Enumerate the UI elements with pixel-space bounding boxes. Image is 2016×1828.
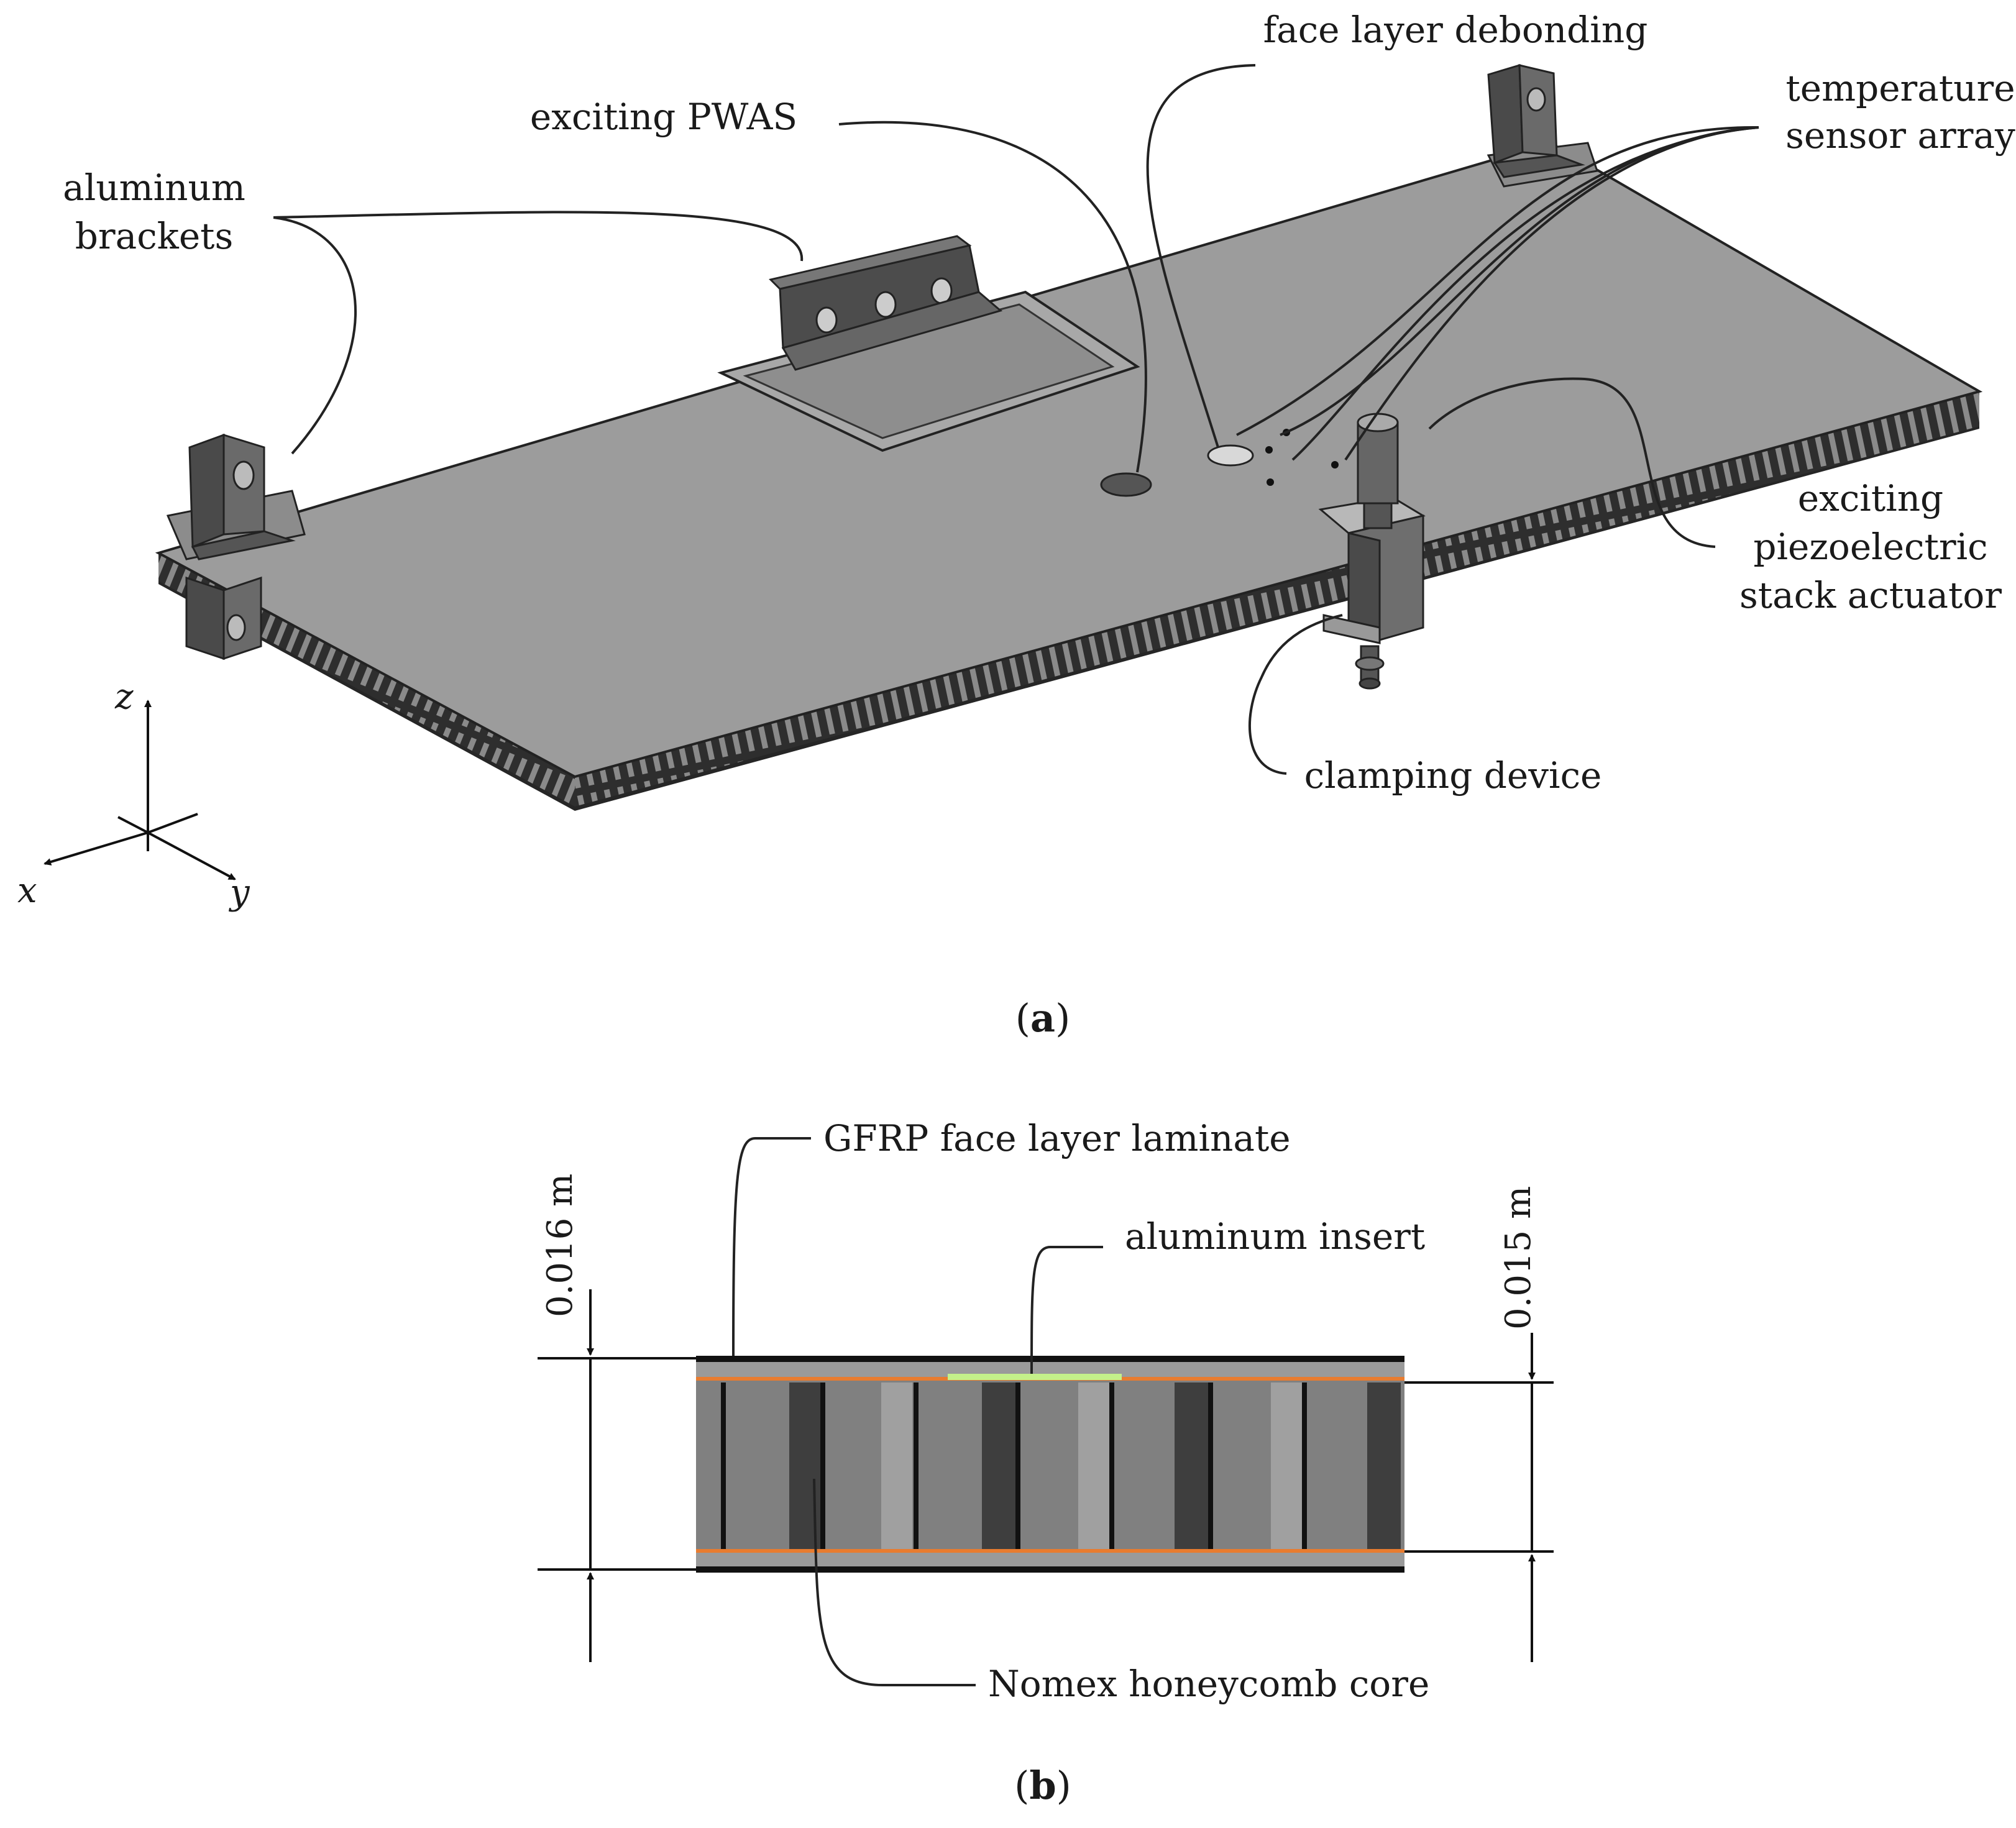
axis-z-label: z [114, 677, 134, 717]
label-temperature-sensor-array-1: temperature [1785, 67, 2015, 109]
leader-debonding [1146, 64, 1256, 448]
label-aluminum-brackets-2: brackets [75, 215, 233, 257]
label-exciting-pwas: exciting PWAS [530, 96, 797, 138]
dim-total-thickness: 0.016 m [540, 1174, 580, 1317]
leader-brackets-center [273, 211, 804, 262]
label-aluminum-brackets-1: aluminum [63, 167, 245, 209]
leader-core [813, 1478, 976, 1686]
panel-a: aluminum brackets exciting PWAS face lay… [17, 9, 2015, 1041]
label-gfrp: GFRP face layer laminate [823, 1117, 1291, 1159]
panel-a-caption: (a) [1015, 995, 1071, 1041]
bottom-face-layer [696, 1566, 1404, 1573]
temp-sensor [1267, 478, 1274, 486]
bracket-center [717, 235, 1140, 452]
label-nomex-core: Nomex honeycomb core [988, 1663, 1429, 1705]
honeycomb-left-edge [158, 553, 575, 807]
bracket-left [166, 433, 306, 660]
core-cells [721, 1382, 1401, 1549]
plate-top [155, 141, 1983, 779]
leader-sensors-4 [1344, 126, 1759, 461]
stack-actuator-clamp [1318, 413, 1426, 690]
bottom-adhesive [696, 1549, 1404, 1553]
panel-b-caption: (b) [1014, 1763, 1071, 1808]
axis-x-label: x [17, 871, 37, 911]
face-layer-debonding [1207, 444, 1254, 467]
leader-sensors-3 [1291, 126, 1759, 461]
aluminum-insert [948, 1374, 1122, 1380]
label-exciting-stack-1: exciting [1798, 477, 1943, 519]
temp-sensor [1265, 446, 1273, 454]
dim-core-thickness: 0.015 m [1498, 1186, 1539, 1330]
coordinate-axes: z x y [17, 677, 250, 913]
bottom-face-laminate [696, 1553, 1404, 1566]
temp-sensor [1331, 461, 1339, 468]
leader-clamp [1249, 614, 1343, 775]
label-exciting-stack-3: stack actuator [1739, 574, 2002, 616]
honeycomb-front-edge [575, 391, 1979, 807]
bracket-back [1487, 64, 1598, 188]
label-clamping-device: clamping device [1304, 754, 1602, 797]
axis-y-label: y [228, 872, 250, 913]
leader-stack [1428, 377, 1716, 548]
exciting-pwas [1100, 472, 1152, 497]
panel-b: 0.016 m 0.015 m GFRP face layer laminate… [538, 1117, 1554, 1808]
leader-brackets-left [273, 216, 357, 455]
label-aluminum-insert: aluminum insert [1125, 1215, 1425, 1258]
label-temperature-sensor-array-2: sensor array [1785, 114, 2015, 157]
label-face-layer-debonding: face layer debonding [1263, 9, 1648, 51]
leader-insert [1030, 1246, 1103, 1374]
label-exciting-stack-2: piezoelectric [1753, 526, 1987, 568]
top-face-layer [696, 1356, 1404, 1362]
leader-gfrp [732, 1137, 811, 1356]
leader-sensors-1 [1236, 126, 1759, 436]
leader-pwas [838, 121, 1147, 473]
